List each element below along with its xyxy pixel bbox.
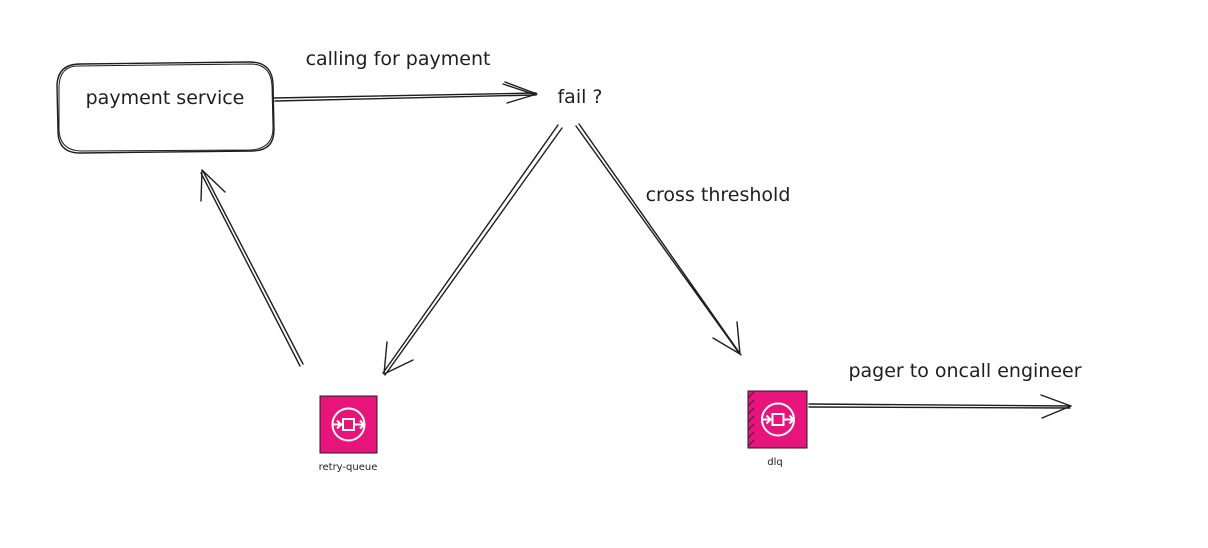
retry-queue-label: retry-queue xyxy=(319,462,378,473)
arrowhead xyxy=(383,341,414,375)
arrowhead xyxy=(712,321,741,355)
retry-queue-node[interactable]: retry-queue xyxy=(319,395,378,473)
sqs-queue-icon xyxy=(331,407,366,442)
edge-calling-for-payment: calling for payment xyxy=(273,48,538,104)
edge-cross-threshold-label: cross threshold xyxy=(646,184,791,206)
payment-service-label: payment service xyxy=(86,87,245,109)
edge-retry-to-payment-line xyxy=(200,170,304,367)
arrowhead xyxy=(502,81,538,104)
edge-retry-to-payment xyxy=(200,169,304,367)
arrowhead xyxy=(1040,394,1072,419)
payment-service-box xyxy=(56,61,275,154)
dlq-node[interactable]: dlq xyxy=(747,390,808,468)
edge-calling-for-payment-line xyxy=(273,92,537,102)
sqs-queue-icon xyxy=(761,402,795,437)
payment-service-box-sketch xyxy=(58,63,274,152)
decision-label[interactable]: fail ? xyxy=(557,86,602,108)
payment-service-node[interactable]: payment service xyxy=(56,61,275,154)
edge-to-retry-queue xyxy=(382,124,563,376)
edge-calling-for-payment-label: calling for payment xyxy=(306,48,491,70)
dlq-tile xyxy=(747,390,808,449)
hatched-edge xyxy=(747,391,755,447)
edge-cross-threshold-line xyxy=(575,123,742,356)
edge-pager-line xyxy=(808,403,1072,409)
edge-to-retry-queue-line xyxy=(382,124,563,376)
retry-queue-tile xyxy=(319,395,378,454)
edge-cross-threshold: cross threshold xyxy=(575,123,791,356)
dlq-label: dlq xyxy=(767,457,782,468)
edge-pager-label: pager to oncall engineer xyxy=(848,360,1081,382)
arrowhead xyxy=(200,169,226,202)
edge-pager: pager to oncall engineer xyxy=(808,360,1082,419)
